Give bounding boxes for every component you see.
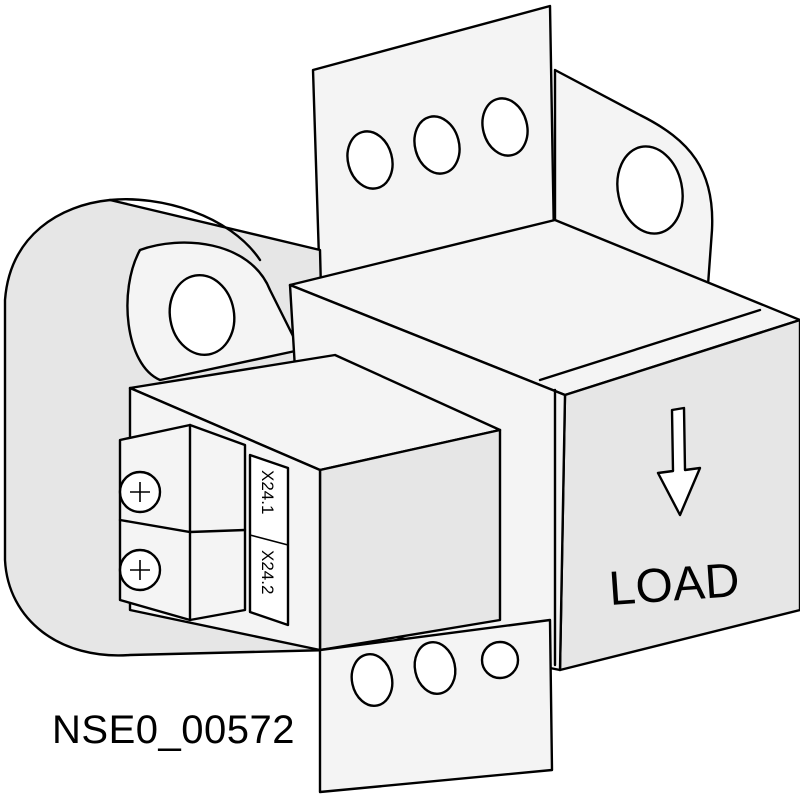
terminal-2-label: X24.2	[258, 550, 277, 594]
arrow-down-icon	[656, 406, 702, 517]
screw-icon[interactable]	[118, 548, 162, 592]
screw-icon[interactable]	[118, 470, 162, 514]
top-busbar-plate	[311, 4, 556, 292]
screw-terminal-strip: X24.1 X24.2	[118, 423, 290, 627]
terminal-1-label: X24.1	[258, 470, 277, 514]
bottom-busbar-plate	[318, 618, 554, 794]
figure-id: NSE0_00572	[52, 708, 295, 752]
direction-label: LOAD	[607, 554, 741, 616]
right-ring-mount	[553, 68, 714, 287]
